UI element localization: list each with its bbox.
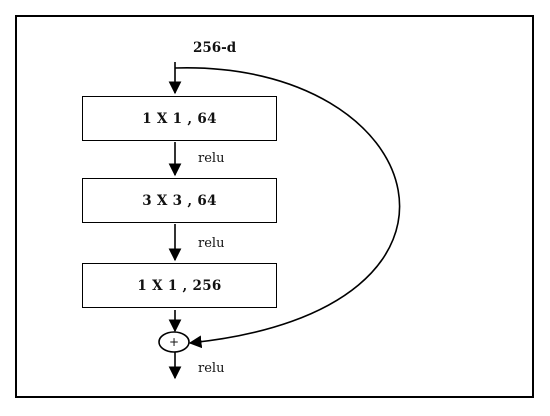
activation-label-1: relu	[198, 151, 225, 166]
activation-label-2: relu	[198, 236, 225, 251]
layer-box-1: 1 X 1 , 64	[82, 96, 277, 141]
input-dimension-label: 256-d	[193, 40, 237, 56]
skip-connection	[174, 67, 401, 349]
sum-symbol: +	[168, 335, 180, 349]
activation-label-3: relu	[198, 361, 225, 376]
layer-box-3: 1 X 1 , 256	[82, 263, 277, 308]
layer-box-2: 3 X 3 , 64	[82, 178, 277, 223]
